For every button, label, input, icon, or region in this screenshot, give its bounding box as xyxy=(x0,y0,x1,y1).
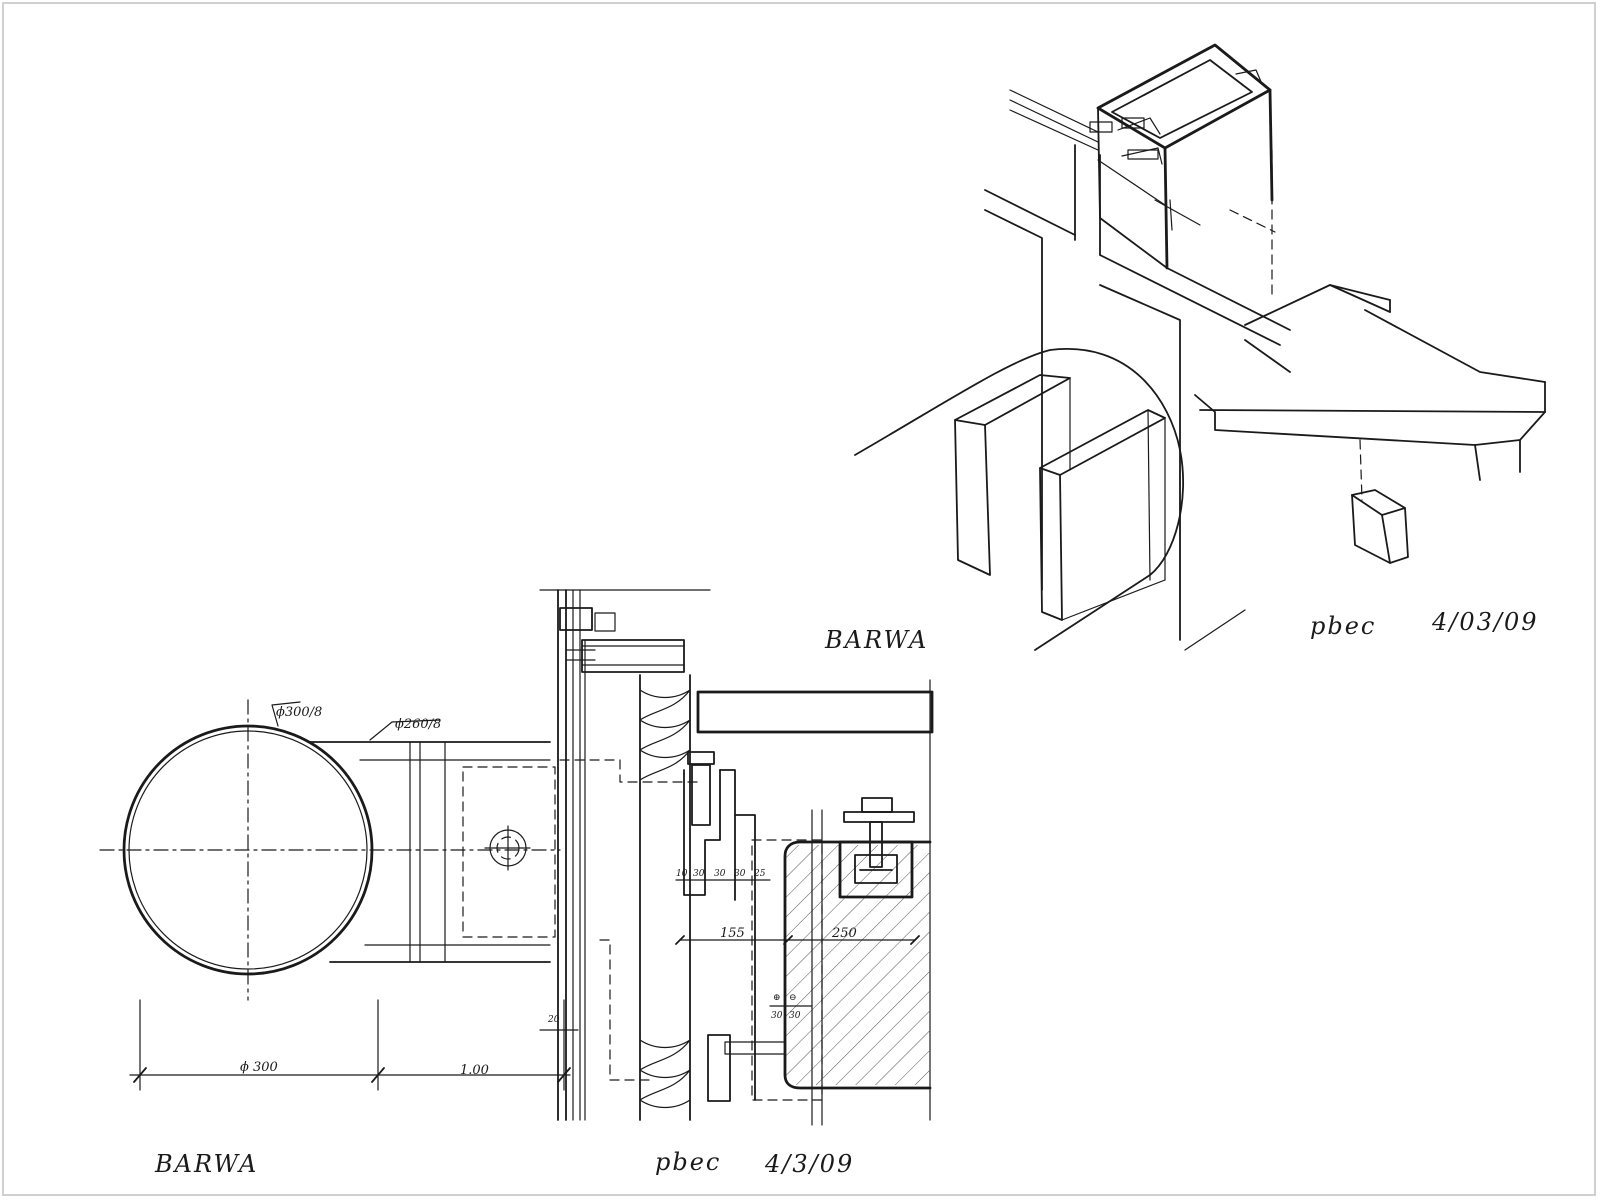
iso-signature: pbec xyxy=(1310,612,1376,640)
iso-column-head xyxy=(1089,43,1274,270)
plan-connecting-tube xyxy=(309,741,556,963)
iso-panels xyxy=(954,374,1166,621)
diameter-dim: ϕ 300 xyxy=(240,1060,278,1075)
depth-b-dim: 250 xyxy=(831,926,857,941)
iso-facade-lines xyxy=(984,89,1291,641)
plan-signature: pbec xyxy=(655,1148,721,1176)
plan-round-column xyxy=(99,699,561,1001)
tol-b-dim: 30 xyxy=(789,1011,801,1021)
iso-round-column xyxy=(854,348,1246,651)
tol-a-dim: 30 xyxy=(771,1011,783,1021)
depth-a-dim: 155 xyxy=(720,926,745,941)
outer-tube-label: ϕ300/8 xyxy=(276,705,322,720)
spacing-4: 30 xyxy=(734,869,746,879)
spacing-3: 30 xyxy=(714,869,726,879)
plan-insulated-wall xyxy=(639,674,691,1121)
iso-small-block xyxy=(1351,489,1409,564)
plan-date: 4/3/09 xyxy=(764,1150,854,1178)
plan-barwa-label: BARWA xyxy=(154,1150,258,1178)
spacing-2: 30 xyxy=(693,869,705,879)
isometric-sketch: BARWA pbec 4/03/09 xyxy=(824,43,1546,654)
plan-spacing-dimensions: 10 30 30 30 25 155 250 ⊕ ⊖ 30 30 xyxy=(675,869,920,1021)
iso-beam xyxy=(1194,284,1546,501)
iso-barwa-label: BARWA xyxy=(824,626,928,654)
spacing-5: 25 xyxy=(753,869,766,879)
plan-bottom-dimension: ϕ 300 1.00 20 xyxy=(129,999,579,1091)
gap-dim: 20 xyxy=(547,1015,560,1025)
plan-glazing xyxy=(539,589,711,1121)
length-dim: 1.00 xyxy=(460,1063,489,1078)
spacing-1: 10 xyxy=(676,869,688,879)
plan-concrete-body xyxy=(751,797,932,1126)
plan-detail: ϕ300/8 ϕ260/8 ϕ 300 1.00 20 xyxy=(99,589,934,1178)
plus-marker: ⊕ xyxy=(773,993,781,1003)
iso-date: 4/03/09 xyxy=(1431,608,1539,636)
inner-tube-label: ϕ260/8 xyxy=(395,717,441,732)
minus-marker: ⊖ xyxy=(789,993,797,1003)
plan-bracket xyxy=(683,751,786,1102)
